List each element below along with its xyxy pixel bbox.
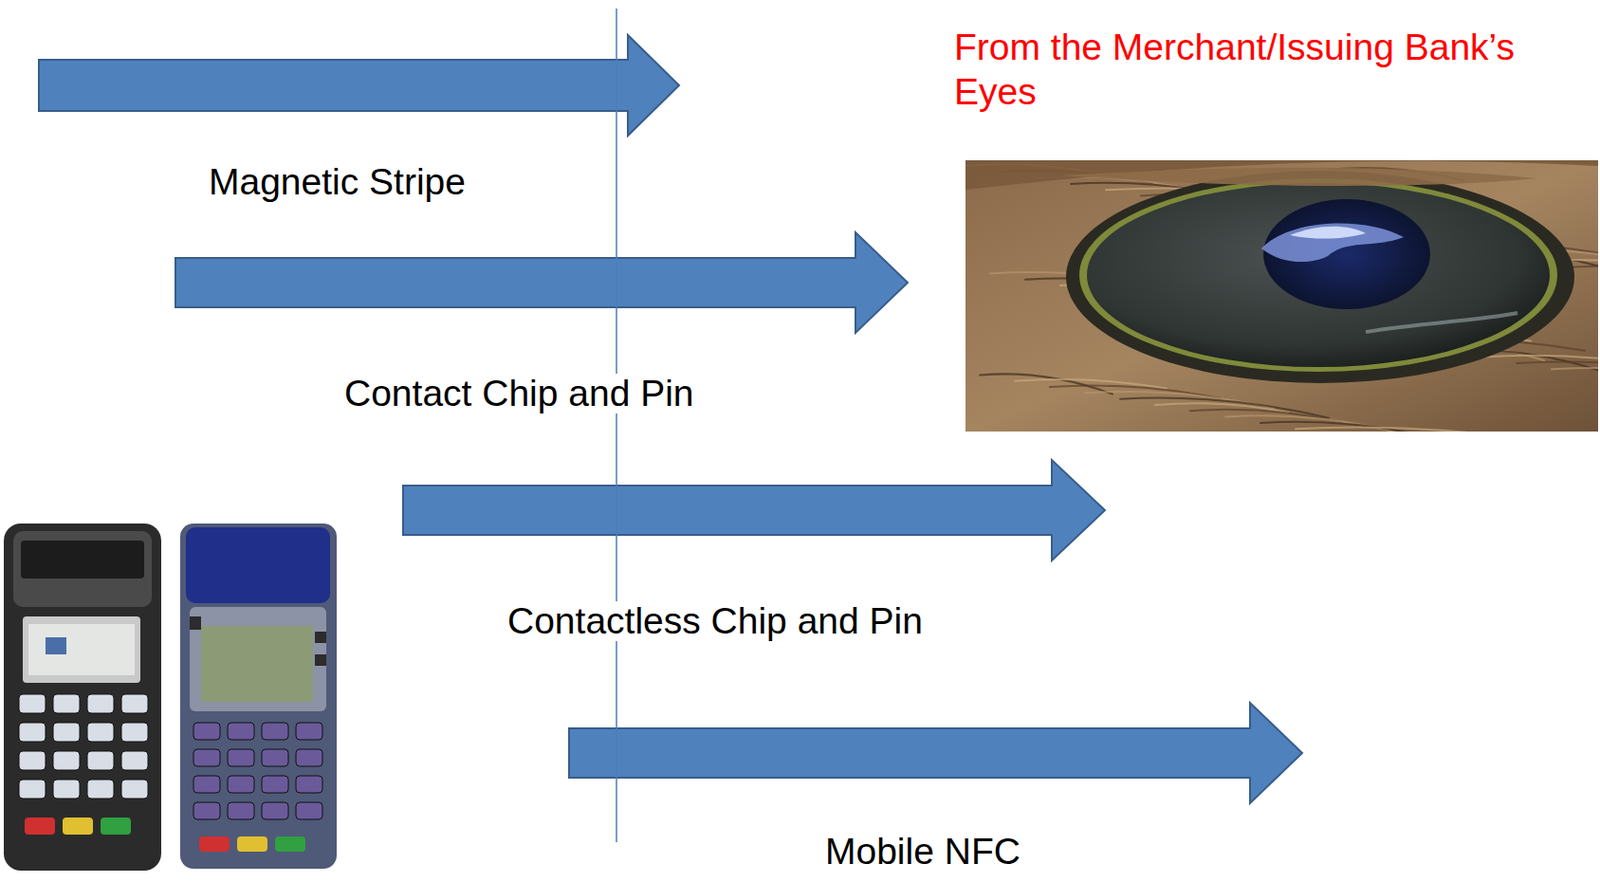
feather-streak bbox=[1551, 367, 1599, 385]
keypad-key bbox=[18, 694, 46, 714]
keypad-key bbox=[295, 775, 323, 793]
card-terminal-photo bbox=[180, 523, 337, 869]
feather-streak bbox=[1295, 426, 1505, 432]
function-key bbox=[199, 836, 230, 852]
keypad-key bbox=[295, 722, 323, 740]
arrow-label: Mobile NFC bbox=[821, 831, 1025, 873]
keypad-key bbox=[193, 802, 221, 820]
heading-note-box: From the Merchant/Issuing Bank’s Eyes bbox=[954, 25, 1524, 115]
card-terminal-photo bbox=[3, 523, 162, 871]
function-key bbox=[24, 817, 56, 835]
keypad-key bbox=[18, 779, 46, 799]
divider-line bbox=[615, 8, 618, 843]
keypad-key bbox=[261, 722, 289, 740]
eagle-eye-photo bbox=[965, 160, 1599, 432]
arrow-label: Contactless Chip and Pin bbox=[503, 601, 927, 643]
block-arrow-shape bbox=[174, 231, 912, 338]
keypad-key bbox=[295, 802, 323, 820]
keypad-key bbox=[87, 722, 114, 742]
block-arrow-shape bbox=[37, 34, 683, 141]
keypad-key bbox=[193, 775, 221, 793]
keypad-key bbox=[53, 722, 80, 742]
block-arrow: Contact Chip and Pin bbox=[174, 231, 908, 415]
block-arrow: Mobile NFC bbox=[568, 701, 1303, 873]
keypad-key bbox=[261, 802, 289, 820]
keypad-key bbox=[121, 751, 148, 771]
keypad-key bbox=[227, 802, 255, 820]
function-key bbox=[100, 817, 131, 835]
keypad-key bbox=[121, 779, 148, 799]
feather-streak bbox=[979, 373, 1113, 394]
heading-note: From the Merchant/Issuing Bank’s Eyes bbox=[954, 25, 1524, 115]
keypad-key bbox=[87, 694, 114, 714]
block-arrow-path bbox=[569, 702, 1303, 804]
keypad-key bbox=[53, 751, 80, 771]
function-key bbox=[62, 817, 93, 835]
block-arrow: Contactless Chip and Pin bbox=[402, 459, 1105, 643]
keypad-key bbox=[227, 775, 255, 793]
keypad-key bbox=[227, 722, 255, 740]
keypad-key bbox=[121, 694, 148, 714]
keypad-key bbox=[18, 751, 46, 771]
keypad-key bbox=[261, 775, 289, 793]
block-arrow-path bbox=[403, 459, 1105, 561]
keypad-key bbox=[121, 722, 148, 742]
arrow-label: Contact Chip and Pin bbox=[340, 373, 699, 415]
keypad-key bbox=[193, 749, 221, 767]
block-arrow: Magnetic Stripe bbox=[37, 34, 680, 203]
keypad-key bbox=[193, 722, 221, 740]
keypad-key bbox=[261, 749, 289, 767]
arrow-label: Magnetic Stripe bbox=[204, 162, 470, 203]
function-key bbox=[275, 836, 306, 852]
keypad-key bbox=[18, 722, 46, 742]
feather-streak bbox=[1481, 355, 1599, 366]
feather-streak bbox=[1225, 415, 1397, 432]
keypad-key bbox=[53, 694, 80, 714]
keypad-key bbox=[87, 751, 114, 771]
keypad-key bbox=[87, 779, 114, 799]
block-arrow-path bbox=[38, 35, 680, 136]
block-arrow-path bbox=[175, 232, 908, 333]
function-key bbox=[237, 836, 268, 852]
keypad-key bbox=[53, 779, 80, 799]
keypad-key bbox=[227, 749, 255, 767]
block-arrow-shape bbox=[568, 701, 1306, 809]
keypad-key bbox=[295, 749, 323, 767]
block-arrow-shape bbox=[402, 459, 1109, 566]
